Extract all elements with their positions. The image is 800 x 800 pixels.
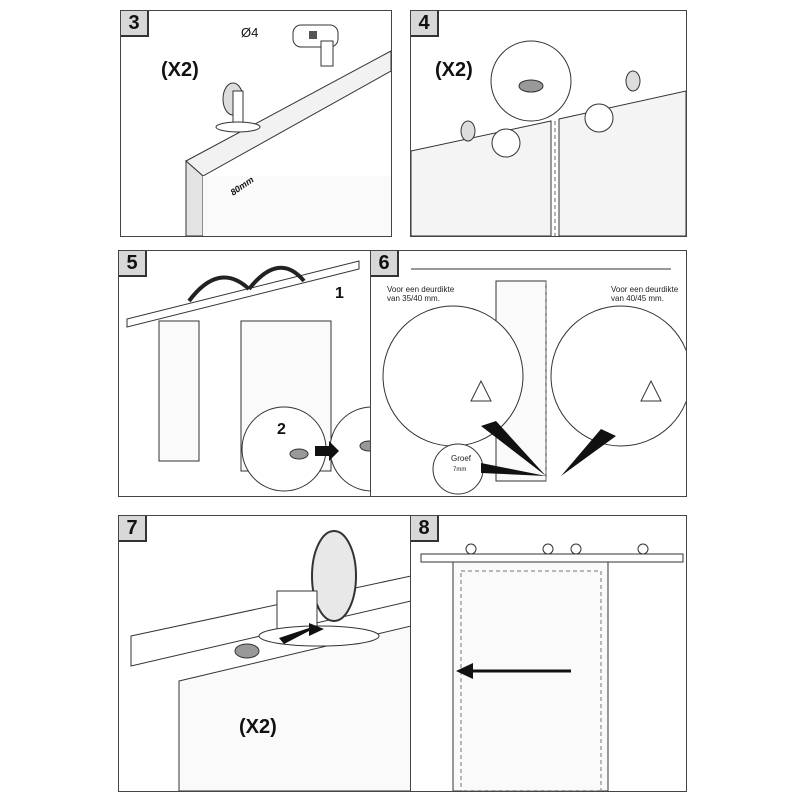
warning-icon xyxy=(640,379,662,402)
arrow-left-icon xyxy=(456,663,473,679)
warning-icon xyxy=(470,379,492,402)
step-7-panel: 7 (X2) xyxy=(118,515,412,792)
floor-guide-illustration xyxy=(382,268,686,495)
adjust-stopper-illustration xyxy=(130,530,411,791)
step-number: 5 xyxy=(119,251,147,277)
finished-door-illustration xyxy=(420,543,684,791)
step-number: 6 xyxy=(371,251,399,277)
door-thickness-note-right: Voor een deurdikte van 40/45 mm. xyxy=(611,285,679,303)
step-5-panel: 5 1 2 xyxy=(118,250,380,497)
quantity-label: (X2) xyxy=(435,59,473,81)
step-3-panel: 3 (X2) Ø4 80mm xyxy=(120,10,392,237)
callout-1: 1 xyxy=(335,285,344,302)
arrow-icon xyxy=(279,623,324,644)
quantity-label: (X2) xyxy=(161,59,199,81)
roller-hanger-icon xyxy=(215,82,261,133)
step-number: 7 xyxy=(119,516,147,542)
door-stopper-illustration xyxy=(411,40,686,236)
groove-label: Groef xyxy=(451,454,472,463)
step-number: 4 xyxy=(411,11,439,37)
step-4-panel: 4 (X2) xyxy=(410,10,687,237)
quantity-label: (X2) xyxy=(239,716,277,738)
arrow-right-icon xyxy=(315,441,339,461)
step-number: 8 xyxy=(411,516,439,542)
groove-width-label: 7mm xyxy=(453,467,467,473)
hang-door-illustration xyxy=(126,260,379,492)
drill-icon xyxy=(292,24,339,67)
step-6-panel: 6 Voor een deurdikte van 35/40 mm. Voor … xyxy=(370,250,687,497)
drill-size-label: Ø4 xyxy=(241,25,259,40)
door-top-illustration xyxy=(185,24,391,236)
step-number: 3 xyxy=(121,11,149,37)
stopper-icon xyxy=(518,79,544,93)
callout-2: 2 xyxy=(277,421,286,438)
door-thickness-note-left: Voor een deurdikte van 35/40 mm. xyxy=(387,285,455,303)
step-8-panel: 8 xyxy=(410,515,687,792)
